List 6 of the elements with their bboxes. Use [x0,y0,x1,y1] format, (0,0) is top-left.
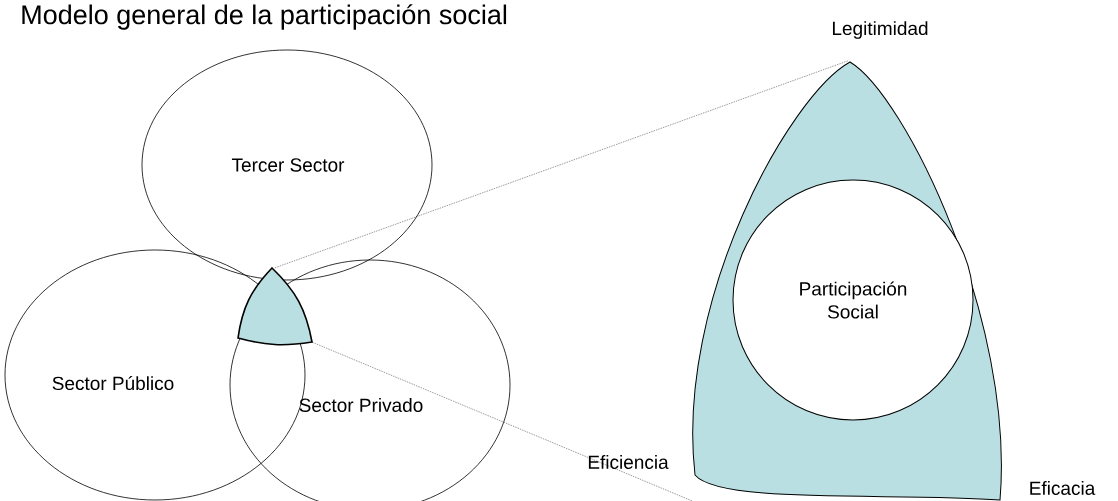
vertex-label: Eficacia [1030,481,1096,495]
leader-line [312,342,693,501]
title: Modelo general de la participación social [22,4,507,30]
vertex-label: Eficiencia [588,455,669,469]
vertex-label: Legitimidad [833,21,928,39]
leader-line [274,60,849,268]
